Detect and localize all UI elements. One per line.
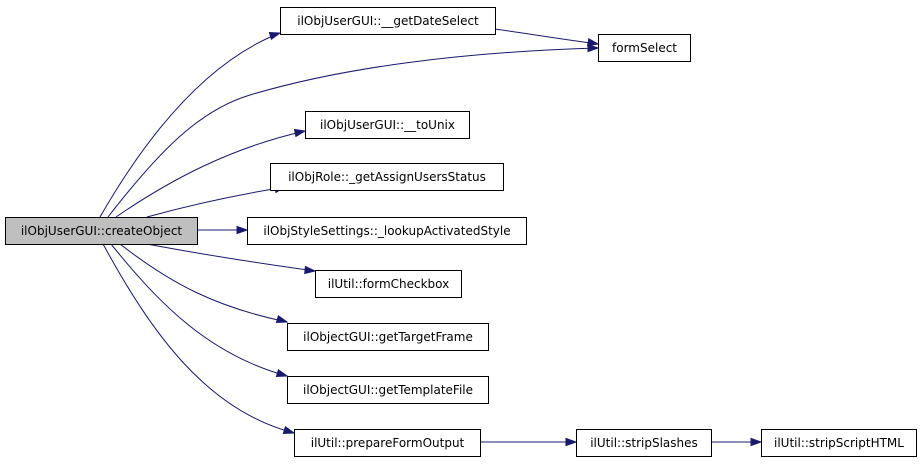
edge-line (494, 28, 599, 45)
node-label: formSelect (612, 41, 677, 55)
nodes-layer: ilObjUserGUI::createObject ilObjUserGUI::… (5, 7, 917, 457)
node-to-unix[interactable]: ilObjUserGUI::__toUnix (305, 111, 470, 139)
node-box (270, 163, 504, 191)
edge-line (146, 243, 316, 272)
edge-create_object-to-get_date_select (99, 31, 282, 218)
node-get-date-select[interactable]: ilObjUserGUI::__getDateSelect (280, 7, 496, 35)
node-box (305, 111, 470, 139)
edge-line (110, 243, 288, 377)
arrow-head-icon (586, 38, 600, 47)
arrow-head-icon (565, 437, 578, 447)
arrow-head-icon (275, 368, 289, 378)
edge-prepare_form_output-to-strip_slashes (480, 437, 578, 447)
node-strip-slashes[interactable]: ilUtil::stripSlashes (576, 429, 712, 457)
arrow-head-icon (268, 31, 282, 41)
node-get-template-file[interactable]: ilObjectGUI::getTemplateFile (287, 376, 489, 404)
edge-get_date_select-to-form_select (494, 28, 600, 47)
node-box (294, 429, 481, 457)
node-form-select[interactable]: formSelect (598, 34, 691, 62)
node-label: ilObjUserGUI::__getDateSelect (297, 14, 479, 28)
node-label: ilObjStyleSettings::_lookupActivatedStyl… (263, 224, 510, 238)
edge-create_object-to-form_select (107, 43, 600, 218)
node-box (761, 429, 917, 457)
edge-line (119, 243, 288, 323)
edge-create_object-to-form_checkbox (146, 243, 317, 275)
edge-line (99, 32, 281, 218)
edge-create_object-to-get_assign_users_status (146, 184, 287, 218)
edge-create_object-to-prepare_form_output (102, 243, 296, 435)
edge-line (107, 47, 599, 218)
edge-create_object-to-lookup_activated_style (197, 225, 249, 235)
node-label: ilObjectGUI::getTemplateFile (303, 383, 473, 397)
node-box (287, 323, 489, 351)
node-label: ilUtil::stripScriptHTML (774, 436, 904, 450)
node-box (5, 217, 198, 245)
edge-create_object-to-to_unix (115, 128, 307, 218)
node-label: ilUtil::prepareFormOutput (311, 436, 465, 450)
edge-line (146, 186, 286, 218)
node-strip-script-html[interactable]: ilUtil::stripScriptHTML (761, 429, 917, 457)
node-label: ilObjRole::_getAssignUsersStatus (288, 170, 486, 184)
edge-create_object-to-get_template_file (110, 243, 289, 378)
arrow-head-icon (275, 314, 289, 324)
edge-line (115, 130, 306, 218)
node-box (576, 429, 712, 457)
node-box (315, 270, 462, 298)
node-label: ilObjectGUI::getTargetFrame (303, 330, 473, 344)
node-label: ilObjUserGUI::__toUnix (320, 118, 455, 132)
node-create-object[interactable]: ilObjUserGUI::createObject (5, 217, 198, 245)
node-get-target-frame[interactable]: ilObjectGUI::getTargetFrame (287, 323, 489, 351)
node-box (598, 34, 691, 62)
node-form-checkbox[interactable]: ilUtil::formCheckbox (315, 270, 462, 298)
arrow-head-icon (293, 128, 307, 138)
node-label: ilObjUserGUI::createObject (21, 224, 183, 238)
node-box (287, 376, 489, 404)
node-box (247, 217, 527, 245)
node-box (280, 7, 496, 35)
arrow-head-icon (304, 265, 317, 275)
arrow-head-icon (587, 43, 600, 53)
node-prepare-form-output[interactable]: ilUtil::prepareFormOutput (294, 429, 481, 457)
edge-strip_slashes-to-strip_script_html (711, 437, 763, 447)
edge-create_object-to-get_target_frame (119, 243, 289, 324)
node-lookup-activated-style[interactable]: ilObjStyleSettings::_lookupActivatedStyl… (247, 217, 527, 245)
edge-line (102, 243, 295, 434)
node-label: ilUtil::formCheckbox (328, 277, 450, 291)
node-get-assign-users-status[interactable]: ilObjRole::_getAssignUsersStatus (270, 163, 504, 191)
arrow-head-icon (750, 437, 763, 447)
arrow-head-icon (282, 425, 296, 435)
node-label: ilUtil::stripSlashes (590, 436, 698, 450)
arrow-head-icon (236, 225, 249, 235)
